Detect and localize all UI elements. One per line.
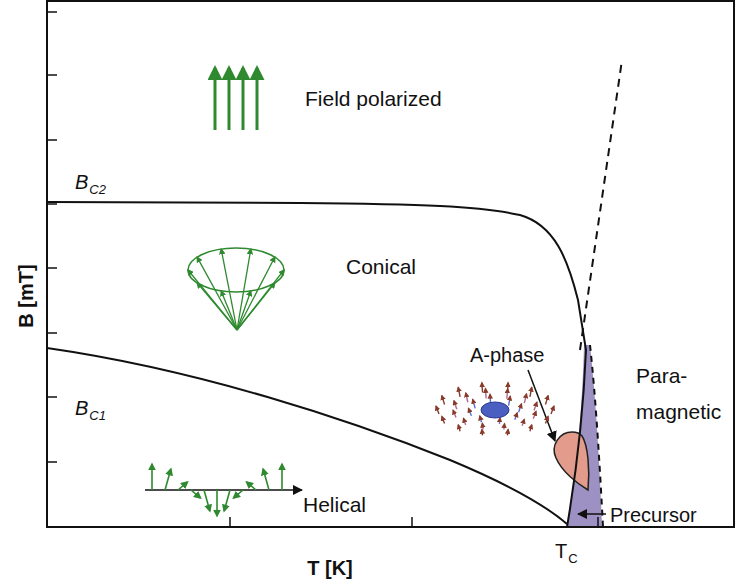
propagation-axis bbox=[145, 489, 302, 491]
tick-subscript: C bbox=[568, 551, 577, 567]
precursor-boundary bbox=[590, 345, 603, 527]
spin-arrow bbox=[522, 419, 524, 426]
tick bbox=[47, 396, 57, 398]
axis-ticks bbox=[47, 12, 598, 527]
crossover-line bbox=[580, 60, 622, 350]
spin-arrow bbox=[228, 68, 231, 130]
spin-arrow bbox=[530, 425, 532, 431]
spin-arrow bbox=[534, 402, 537, 410]
spin-arrow bbox=[503, 424, 505, 430]
field-symbol: B bbox=[75, 170, 88, 194]
spin-arrow bbox=[453, 410, 456, 418]
spin-arrow bbox=[178, 482, 188, 490]
spin-arrow bbox=[519, 404, 522, 412]
spin-arrow bbox=[233, 490, 243, 498]
tick bbox=[47, 203, 57, 205]
spin-arrow bbox=[480, 416, 482, 422]
tick bbox=[47, 139, 57, 141]
spin-arrow bbox=[237, 291, 251, 330]
spin-arrow bbox=[221, 249, 237, 330]
bc2-curve bbox=[47, 202, 586, 527]
tick bbox=[47, 267, 57, 269]
spin-arrow bbox=[442, 396, 445, 405]
axis-title: T [K] bbox=[307, 556, 353, 580]
polarized-icon bbox=[215, 68, 257, 130]
spin-arrow bbox=[515, 413, 517, 420]
spin-arrow bbox=[524, 394, 526, 403]
spin-arrow bbox=[237, 283, 275, 330]
spin-arrow bbox=[468, 408, 471, 416]
tick bbox=[47, 461, 57, 463]
skyrmion-core bbox=[481, 402, 509, 418]
skyrmion-icon bbox=[436, 383, 554, 436]
spin-arrow bbox=[507, 429, 509, 435]
spin-arrow bbox=[481, 383, 483, 393]
tick-label: T bbox=[555, 539, 567, 563]
spin-arrow bbox=[191, 490, 201, 498]
region-label: Para- magnetic bbox=[636, 358, 726, 429]
spin-arrow bbox=[545, 416, 548, 423]
spin-arrow bbox=[530, 387, 532, 397]
spin-arrow bbox=[281, 464, 283, 490]
spin-arrow bbox=[165, 469, 171, 490]
spin-arrow bbox=[545, 396, 548, 405]
spin-arrow bbox=[237, 270, 284, 330]
tick bbox=[411, 517, 413, 527]
conical-icon bbox=[188, 248, 284, 330]
spin-arrow bbox=[466, 393, 468, 402]
spin-arrow bbox=[436, 406, 439, 414]
bc1-curve bbox=[47, 348, 567, 524]
spin-arrow bbox=[216, 490, 218, 516]
spin-arrow bbox=[242, 68, 245, 130]
spin-arrow bbox=[473, 399, 475, 408]
spin-arrow bbox=[197, 257, 237, 330]
field-subscript: C2 bbox=[89, 182, 106, 198]
spin-arrow bbox=[533, 411, 536, 418]
region-label: Field polarized bbox=[305, 86, 442, 111]
spin-arrow bbox=[458, 387, 460, 397]
tick bbox=[47, 74, 57, 76]
spin-arrow bbox=[485, 388, 487, 398]
spin-arrow bbox=[263, 469, 269, 490]
region-label: Conical bbox=[346, 254, 416, 279]
spin-arrow bbox=[454, 401, 457, 410]
spin-arrow bbox=[463, 418, 465, 425]
tick bbox=[47, 11, 57, 13]
tick bbox=[47, 332, 57, 334]
spin-arrow bbox=[237, 257, 275, 330]
tick bbox=[597, 517, 599, 527]
spin-arrow bbox=[481, 429, 483, 435]
spin-arrow bbox=[221, 291, 237, 330]
spin-arrow bbox=[442, 416, 445, 423]
spin-arrow bbox=[151, 464, 153, 490]
spin-arrow bbox=[204, 490, 210, 511]
plot-frame bbox=[47, 1, 734, 527]
tick bbox=[229, 517, 231, 527]
helical-icon bbox=[145, 464, 302, 516]
cone-rim bbox=[188, 248, 284, 292]
a-phase-region bbox=[554, 432, 589, 490]
region-label: A-phase bbox=[470, 343, 545, 367]
leader-arrow bbox=[578, 513, 606, 515]
spin-arrow bbox=[509, 396, 511, 406]
spin-arrow bbox=[482, 423, 484, 429]
spin-arrow bbox=[214, 68, 217, 130]
spin-arrow bbox=[188, 270, 237, 330]
leader-arrow bbox=[528, 370, 555, 441]
spin-arrow bbox=[499, 418, 501, 424]
spin-arrow bbox=[224, 490, 230, 511]
spin-arrow bbox=[458, 425, 460, 431]
region-label: Helical bbox=[303, 492, 366, 517]
spin-arrow bbox=[256, 68, 259, 130]
spin-arrow bbox=[506, 389, 508, 399]
spin-arrow bbox=[246, 482, 256, 490]
spin-arrow bbox=[551, 406, 554, 414]
field-symbol: B bbox=[75, 396, 88, 420]
axis-title: B [mT] bbox=[14, 264, 38, 327]
region-label: Precursor bbox=[610, 503, 697, 527]
field-subscript: C1 bbox=[89, 408, 106, 424]
